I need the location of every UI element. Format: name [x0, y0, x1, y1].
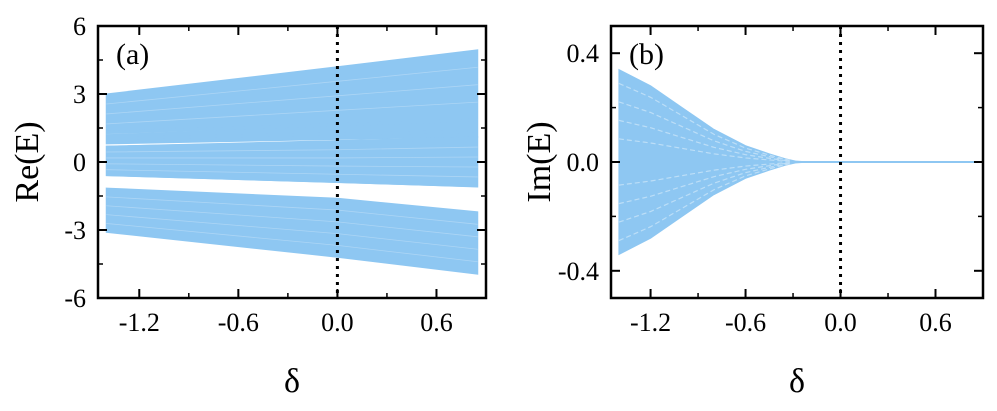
- x-tick-label: -1.2: [119, 308, 160, 337]
- y-tick-label: -6: [64, 284, 86, 313]
- panel-label: (a): [116, 38, 149, 71]
- x-tick-label: 0.0: [824, 308, 857, 337]
- eigenvalue-streak-3-1: [106, 223, 478, 263]
- y-tick-label: 3: [73, 80, 86, 109]
- eigenvalue-streak-2-3: [106, 156, 478, 159]
- x-tick-label: 0.6: [919, 308, 952, 337]
- imaginary-streak-2-down: [618, 162, 790, 205]
- eigenvalue-line-2: [106, 118, 478, 135]
- y-tick-label: 0.4: [567, 39, 600, 68]
- imaginary-streak-1-down: [618, 162, 790, 223]
- imaginary-streak-0-down: [618, 163, 790, 242]
- x-tick-label: -0.6: [218, 308, 259, 337]
- panel-a: -1.2 -0.6 0.0 0.6 -6 -3 0 3 6 (a) δ Re(E): [9, 12, 488, 400]
- eigenvalue-streak-1-3: [106, 84, 478, 115]
- x-axis-title: δ: [789, 363, 805, 400]
- eigenvalue-streak-3-3: [106, 205, 478, 238]
- x-tick-label: -0.6: [725, 308, 766, 337]
- x-tick-label: -1.2: [630, 308, 671, 337]
- x-axis-title: δ: [284, 363, 300, 400]
- y-axis-title: Re(E): [9, 121, 46, 202]
- eigenvalue-streak-2-2: [106, 163, 478, 168]
- eigenvalue-line-4: [106, 136, 478, 149]
- eigenvalue-line-5: [106, 172, 478, 188]
- x-tick-label: 0.0: [321, 308, 354, 337]
- y-axis-title: Im(E): [521, 121, 558, 202]
- y-tick-label: 0.0: [567, 148, 600, 177]
- y-tick-label: -0.4: [558, 257, 599, 286]
- eigenvalue-streak-2-4: [106, 146, 478, 153]
- panel-b: -1.2 -0.6 0.0 0.6 -0.4 0.0 0.4 (b) δ Im(E): [521, 24, 985, 400]
- eigenvalue-streak-2-1: [106, 169, 478, 178]
- y-tick-label: 6: [73, 12, 86, 41]
- x-tick-label: 0.6: [420, 308, 453, 337]
- plot-area: [105, 26, 479, 298]
- y-tick-label: 0: [73, 148, 86, 177]
- imaginary-streak-1-up: [618, 101, 790, 162]
- energy-band-3: [105, 187, 479, 275]
- eigenvalue-streak-1-4: [106, 66, 478, 105]
- eigenvalue-streak-3-2: [106, 214, 478, 250]
- panel-label: (b): [629, 38, 664, 71]
- imaginary-streak-3-down: [618, 161, 790, 186]
- eigenvalue-line-1: [106, 129, 478, 140]
- eigenvalue-line-3: [106, 112, 478, 131]
- imaginary-streak-3-up: [618, 138, 790, 163]
- imaginary-streak-0-up: [618, 82, 790, 161]
- eigenvalue-streak-1-2: [106, 101, 478, 125]
- y-tick-label: -3: [64, 216, 86, 245]
- plot-area: [618, 26, 976, 298]
- imaginary-streak-2-up: [618, 119, 790, 162]
